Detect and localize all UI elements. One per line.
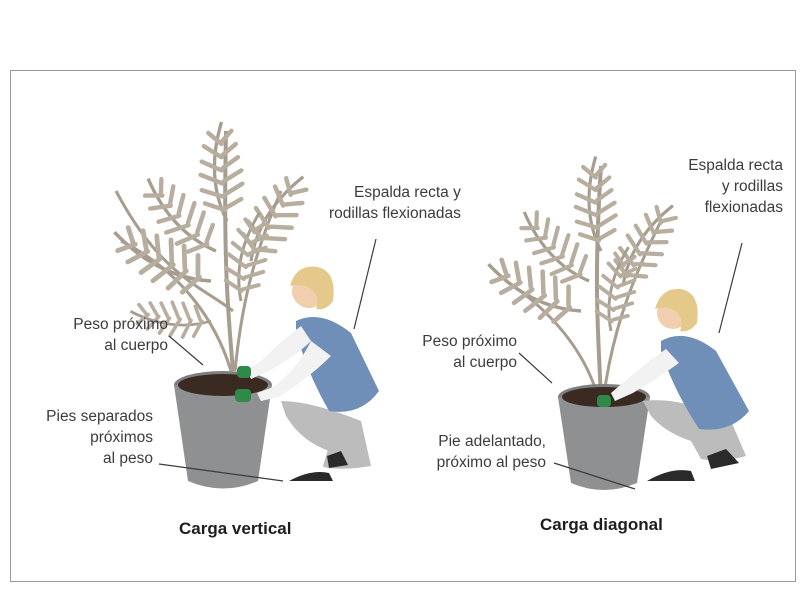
caption-left: Carga vertical bbox=[179, 519, 292, 538]
label-feet-left: Pies separados próximos al peso bbox=[21, 406, 153, 469]
label-back-right: Espalda recta y rodillas flexionadas bbox=[651, 155, 783, 218]
leader-weight-left bbox=[168, 335, 204, 366]
label-line: Espalda recta bbox=[688, 157, 783, 174]
label-weight-left: Peso próximo al cuerpo bbox=[51, 314, 168, 356]
label-line: Peso próximo bbox=[422, 333, 517, 350]
left-person bbox=[235, 266, 379, 481]
leader-back-left bbox=[353, 238, 377, 330]
label-line: rodillas flexionadas bbox=[329, 205, 461, 222]
left-pot bbox=[174, 371, 272, 489]
label-line: flexionadas bbox=[704, 199, 783, 216]
label-back-left: Espalda recta y rodillas flexionadas bbox=[329, 182, 461, 224]
illustration-frame: Espalda recta y rodillas flexionadas Pes… bbox=[10, 70, 796, 582]
label-feet-right: Pie adelantado, próximo al peso bbox=[413, 431, 546, 473]
leader-feet-left bbox=[158, 463, 284, 482]
label-line: y rodillas bbox=[721, 178, 783, 195]
caption-right: Carga diagonal bbox=[540, 515, 663, 534]
label-line: próximo al peso bbox=[436, 454, 546, 471]
label-line: al peso bbox=[103, 450, 153, 467]
leader-weight-right bbox=[518, 352, 553, 384]
left-plant bbox=[103, 122, 320, 372]
label-line: al cuerpo bbox=[453, 354, 517, 371]
right-scene bbox=[478, 157, 749, 490]
label-line: Espalda recta y bbox=[353, 184, 461, 201]
label-line: Peso próximo bbox=[73, 316, 168, 333]
illustration-artwork bbox=[11, 71, 749, 490]
right-person bbox=[597, 288, 749, 481]
label-line: Pie adelantado, bbox=[438, 433, 546, 450]
leader-feet-right bbox=[553, 462, 636, 490]
label-line: al cuerpo bbox=[104, 337, 168, 354]
leader-back-right bbox=[718, 242, 743, 334]
header-strip bbox=[360, 0, 800, 30]
right-plant bbox=[478, 157, 690, 402]
label-line: próximos bbox=[90, 429, 153, 446]
label-weight-right: Peso próximo al cuerpo bbox=[399, 331, 517, 373]
label-line: Pies separados bbox=[46, 408, 153, 425]
left-scene bbox=[103, 122, 379, 489]
